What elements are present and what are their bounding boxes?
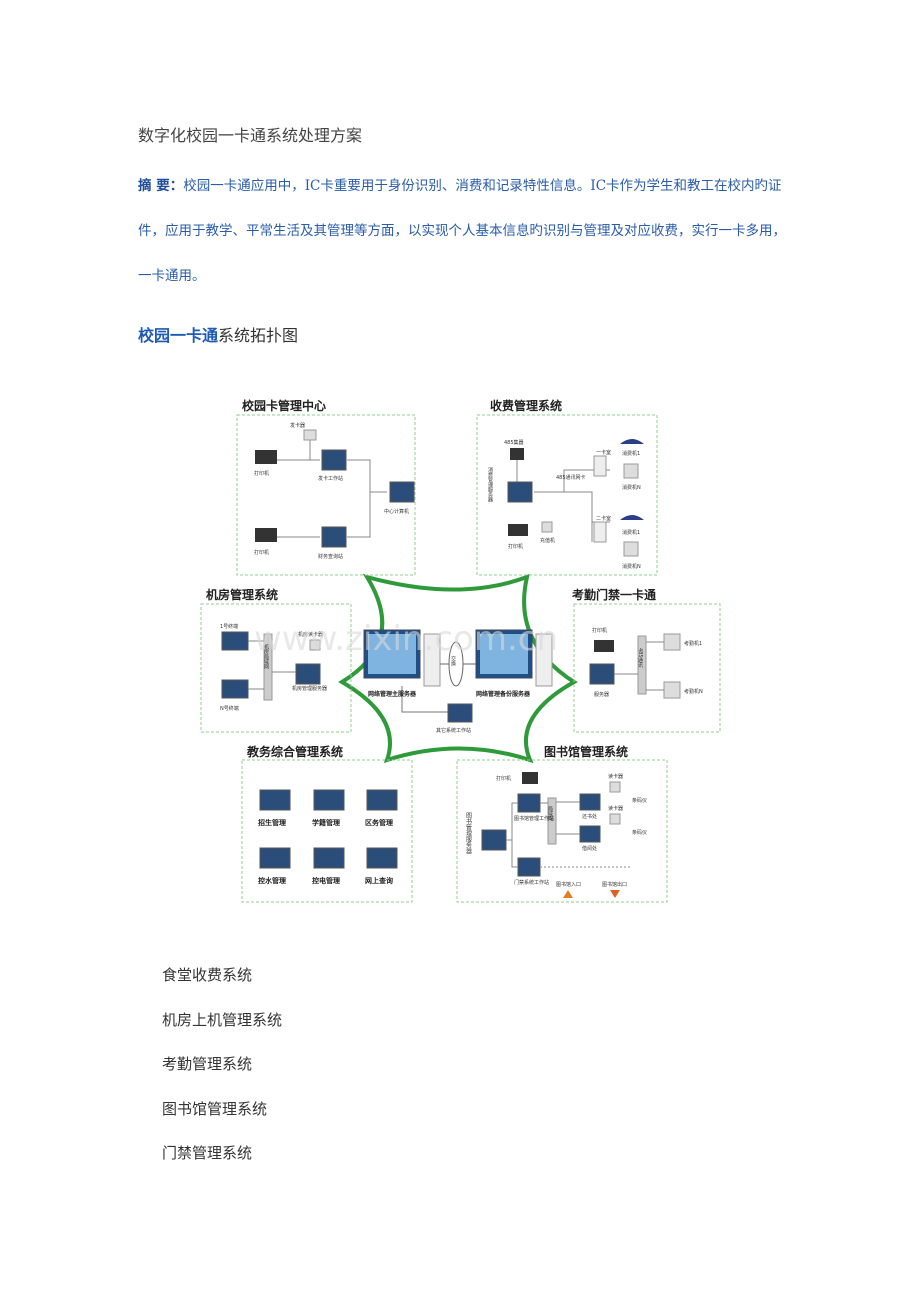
district-affairs-label: 区务管理 bbox=[365, 818, 393, 827]
student-records-label: 学籍管理 bbox=[312, 818, 340, 827]
pos-1a-label: 消费机1 bbox=[622, 450, 640, 457]
attendance-box bbox=[573, 603, 721, 733]
list-item: 机房上机管理系统 bbox=[162, 1010, 283, 1029]
other-workstation-label: 其它系统工作站 bbox=[436, 727, 471, 734]
attendance-server-label: 服务器 bbox=[594, 691, 609, 698]
clock-n-label: 考勤机N bbox=[684, 688, 703, 695]
document-title: 数字化校园一卡通系统处理方案 bbox=[138, 126, 363, 145]
pos-nb-label: 消费机N bbox=[622, 563, 641, 570]
terminal-1-label: 1号终端 bbox=[220, 623, 238, 630]
comm-485-label: 485通讯 bbox=[637, 648, 643, 669]
abstract-paragraph: 摘 要：校园一卡通应用中，IC卡重要用于身份识别、消费和记录特性信息。IC卡作为… bbox=[138, 164, 788, 299]
power-control-label: 控电管理 bbox=[312, 876, 340, 885]
pos-1b-label: 消费机1 bbox=[622, 529, 640, 536]
card-center-title: 校园卡管理中心 bbox=[242, 398, 326, 413]
finance-query-label: 财务查询站 bbox=[318, 553, 343, 560]
watermark: www.zixin.com.cn bbox=[254, 619, 558, 659]
room-reader-label: 机房读卡器 bbox=[298, 631, 323, 638]
attendance-devices: 打印机 考勤机1 485通讯 服务器 考勤机N bbox=[589, 627, 703, 699]
abstract-label: 摘 要： bbox=[138, 178, 184, 194]
printer-billing-label: 打印机 bbox=[508, 543, 523, 550]
list-item: 食堂收费系统 bbox=[162, 966, 253, 984]
clock-1-label: 考勤机1 bbox=[684, 640, 702, 647]
main-server-label: 网络管理主服务器 bbox=[368, 690, 417, 698]
terminal-n-label: N号终端 bbox=[220, 705, 239, 712]
online-query-label: 网上查询 bbox=[365, 876, 393, 885]
list-item: 图书馆管理系统 bbox=[162, 1099, 268, 1118]
topology-heading: 校园一卡通系统拓扑图 bbox=[138, 322, 298, 346]
billing-devices: 485集器 消费管理服务器 485通讯网卡 一卡室 消费机1 消费机N 打印机 … bbox=[487, 439, 644, 570]
central-servers: 交换 网络管理主服务器 网络管理备份服务器 其它系统工作站 bbox=[363, 629, 553, 734]
collector-485-label: 485集器 bbox=[504, 439, 524, 446]
topology-diagram: 校园卡管理中心 收费管理系统 机房管理系统 考勤门禁一卡通 教务综合管理系统 图… bbox=[192, 382, 726, 910]
recharge-label: 充值机 bbox=[540, 537, 555, 544]
pos-na-label: 消费机N bbox=[622, 484, 641, 491]
card-workstation-label: 发卡工作站 bbox=[318, 475, 343, 482]
computer-room-title: 机房管理系统 bbox=[206, 587, 278, 602]
billing-title: 收费管理系统 bbox=[490, 398, 562, 413]
computer-room-devices: 1号终端 机房局域网 机房读卡器 机房管理服务器 N号终端 bbox=[220, 623, 327, 712]
link-label: 交换 bbox=[450, 655, 456, 667]
academic-devices: 招生管理 学籍管理 区务管理 控水管理 控电管理 网上查询 bbox=[258, 789, 398, 885]
room-1-label: 一卡室 bbox=[596, 449, 611, 456]
backup-server-label: 网络管理备份服务器 bbox=[476, 690, 531, 698]
card-center-box bbox=[236, 414, 416, 576]
reader-1-label: 读卡器 bbox=[608, 773, 623, 780]
library-box bbox=[456, 759, 668, 903]
library-entrance-label: 图书馆入口 bbox=[556, 881, 581, 888]
room-lan-label: 机房局域网 bbox=[263, 643, 269, 670]
barcode-2-label: 条码仪 bbox=[632, 829, 647, 836]
topology-heading-link[interactable]: 校园一卡通 bbox=[138, 326, 219, 345]
library-lan-label: 局域网 bbox=[547, 806, 553, 822]
library-exit-label: 图书馆出口 bbox=[602, 881, 627, 888]
return-desk-label: 还书处 bbox=[582, 813, 597, 820]
topology-heading-rest: 系统拓扑图 bbox=[218, 326, 299, 345]
system-list: 食堂收费系统 机房上机管理系统 考勤管理系统 图书馆管理系统 门禁管理系统 bbox=[162, 964, 282, 1187]
billing-server-label: 消费管理服务器 bbox=[487, 466, 493, 503]
library-server-label: 图书管理服务器 bbox=[465, 812, 472, 855]
room-server-label: 机房管理服务器 bbox=[292, 685, 327, 692]
abstract-text: 校园一卡通应用中，IC卡重要用于身份识别、消费和记录特性信息。IC卡作为学生和教… bbox=[138, 178, 786, 284]
library-devices: 打印机 读卡器 图书管理服务器 图书馆管理工作站 局域网 还书处 读卡器 条码仪… bbox=[465, 772, 647, 898]
gate-workstation-label: 门禁系统工作站 bbox=[514, 879, 549, 886]
printer-2-label: 打印机 bbox=[254, 549, 269, 556]
card-issuer-label: 发卡器 bbox=[290, 422, 305, 429]
attendance-printer-label: 打印机 bbox=[592, 627, 607, 634]
enrollment-label: 招生管理 bbox=[258, 818, 286, 827]
central-computer-label: 中心计算机 bbox=[384, 508, 409, 515]
library-printer-label: 打印机 bbox=[496, 775, 511, 782]
borrow-desk-label: 借阅处 bbox=[582, 845, 597, 852]
card-center-devices: 发卡器 打印机 发卡工作站 中心计算机 打印机 财务查询站 bbox=[254, 422, 415, 560]
printer-1-label: 打印机 bbox=[254, 470, 269, 477]
reader-2-label: 读卡器 bbox=[608, 805, 623, 812]
barcode-1-label: 条码仪 bbox=[632, 797, 647, 804]
room-2-label: 二卡室 bbox=[596, 515, 611, 522]
academic-box bbox=[241, 759, 413, 903]
water-control-label: 控水管理 bbox=[258, 876, 286, 885]
attendance-title: 考勤门禁一卡通 bbox=[572, 587, 656, 602]
academic-title: 教务综合管理系统 bbox=[246, 744, 343, 759]
library-workstation-label: 图书馆管理工作站 bbox=[514, 815, 554, 822]
library-title: 图书馆管理系统 bbox=[544, 744, 628, 759]
billing-box bbox=[476, 414, 658, 576]
list-item: 门禁管理系统 bbox=[162, 1144, 253, 1162]
list-item: 考勤管理系统 bbox=[162, 1055, 253, 1073]
computer-room-box bbox=[200, 603, 352, 733]
comm-card-485-label: 485通讯网卡 bbox=[556, 474, 586, 481]
